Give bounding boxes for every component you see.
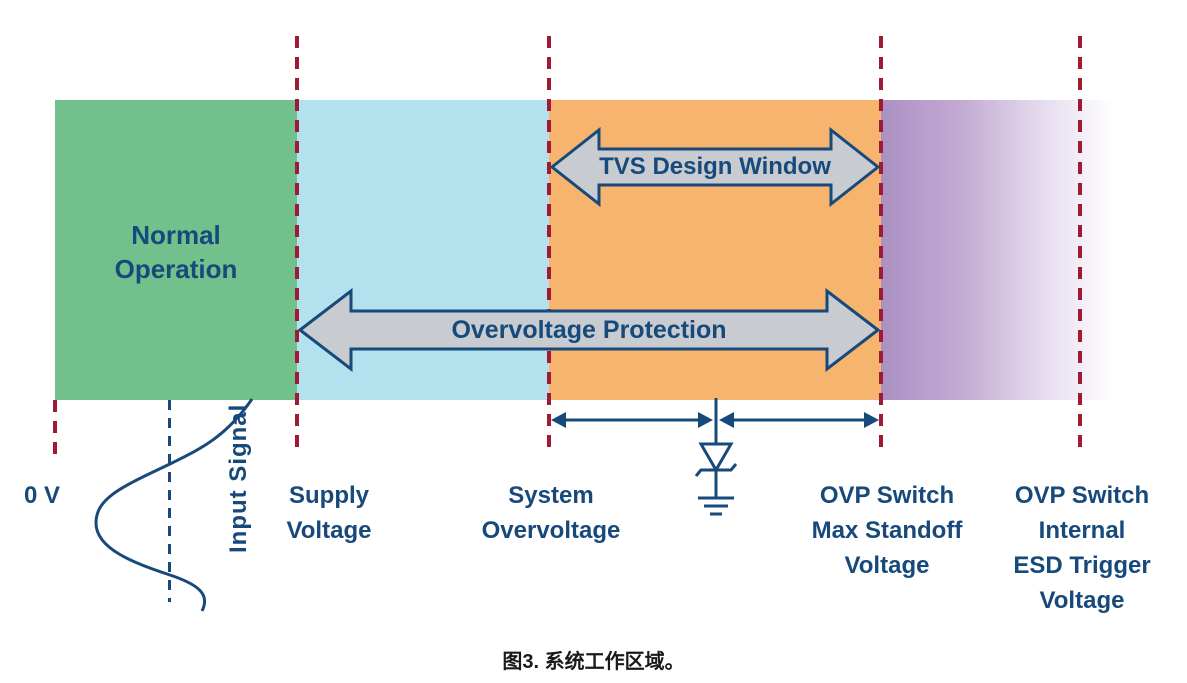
region-normal-operation: [55, 100, 297, 400]
normal-operation-label: Normal Operation: [114, 220, 238, 284]
ground-symbol: [698, 496, 734, 516]
tvs-design-window-arrow-label: TVS Design Window: [599, 153, 831, 180]
boundary-line-system-overvoltage: [547, 36, 551, 456]
figure-caption: 图3. 系统工作区域。: [502, 651, 685, 673]
overvoltage-protection-arrow-label: Overvoltage Protection: [451, 315, 727, 344]
overvoltage-protection-arrow-icon: [297, 288, 881, 372]
boundary-line-supply-voltage: [295, 36, 299, 456]
standoff-span-arrows-icon: [551, 412, 879, 428]
double-arrow-shape: [297, 288, 881, 372]
label-zero-volt: 0 V: [23, 482, 61, 509]
boundary-line-esd-trigger-voltage: [1078, 36, 1082, 456]
input-signal-waveform-icon: [94, 398, 254, 612]
tvs-diode-symbol-icon: [694, 398, 738, 516]
diode-triangle: [698, 442, 734, 474]
tvs-design-window-arrow-icon: [549, 127, 881, 207]
label-supply-voltage: Supply Voltage: [286, 482, 372, 544]
input-signal-axis-line: [168, 400, 171, 602]
boundary-line-zero-volt: [53, 400, 57, 458]
label-system-overvoltage: System Overvoltage: [481, 482, 621, 544]
label-ovp-esd-trigger-voltage: OVP Switch Internal ESD Trigger Voltage: [1013, 482, 1151, 614]
double-arrow-shape: [549, 127, 881, 207]
boundary-line-max-standoff-voltage: [879, 36, 883, 456]
region-above-max-standoff-gradient: [881, 100, 1115, 400]
label-ovp-max-standoff-voltage: OVP Switch Max Standoff Voltage: [811, 482, 963, 579]
